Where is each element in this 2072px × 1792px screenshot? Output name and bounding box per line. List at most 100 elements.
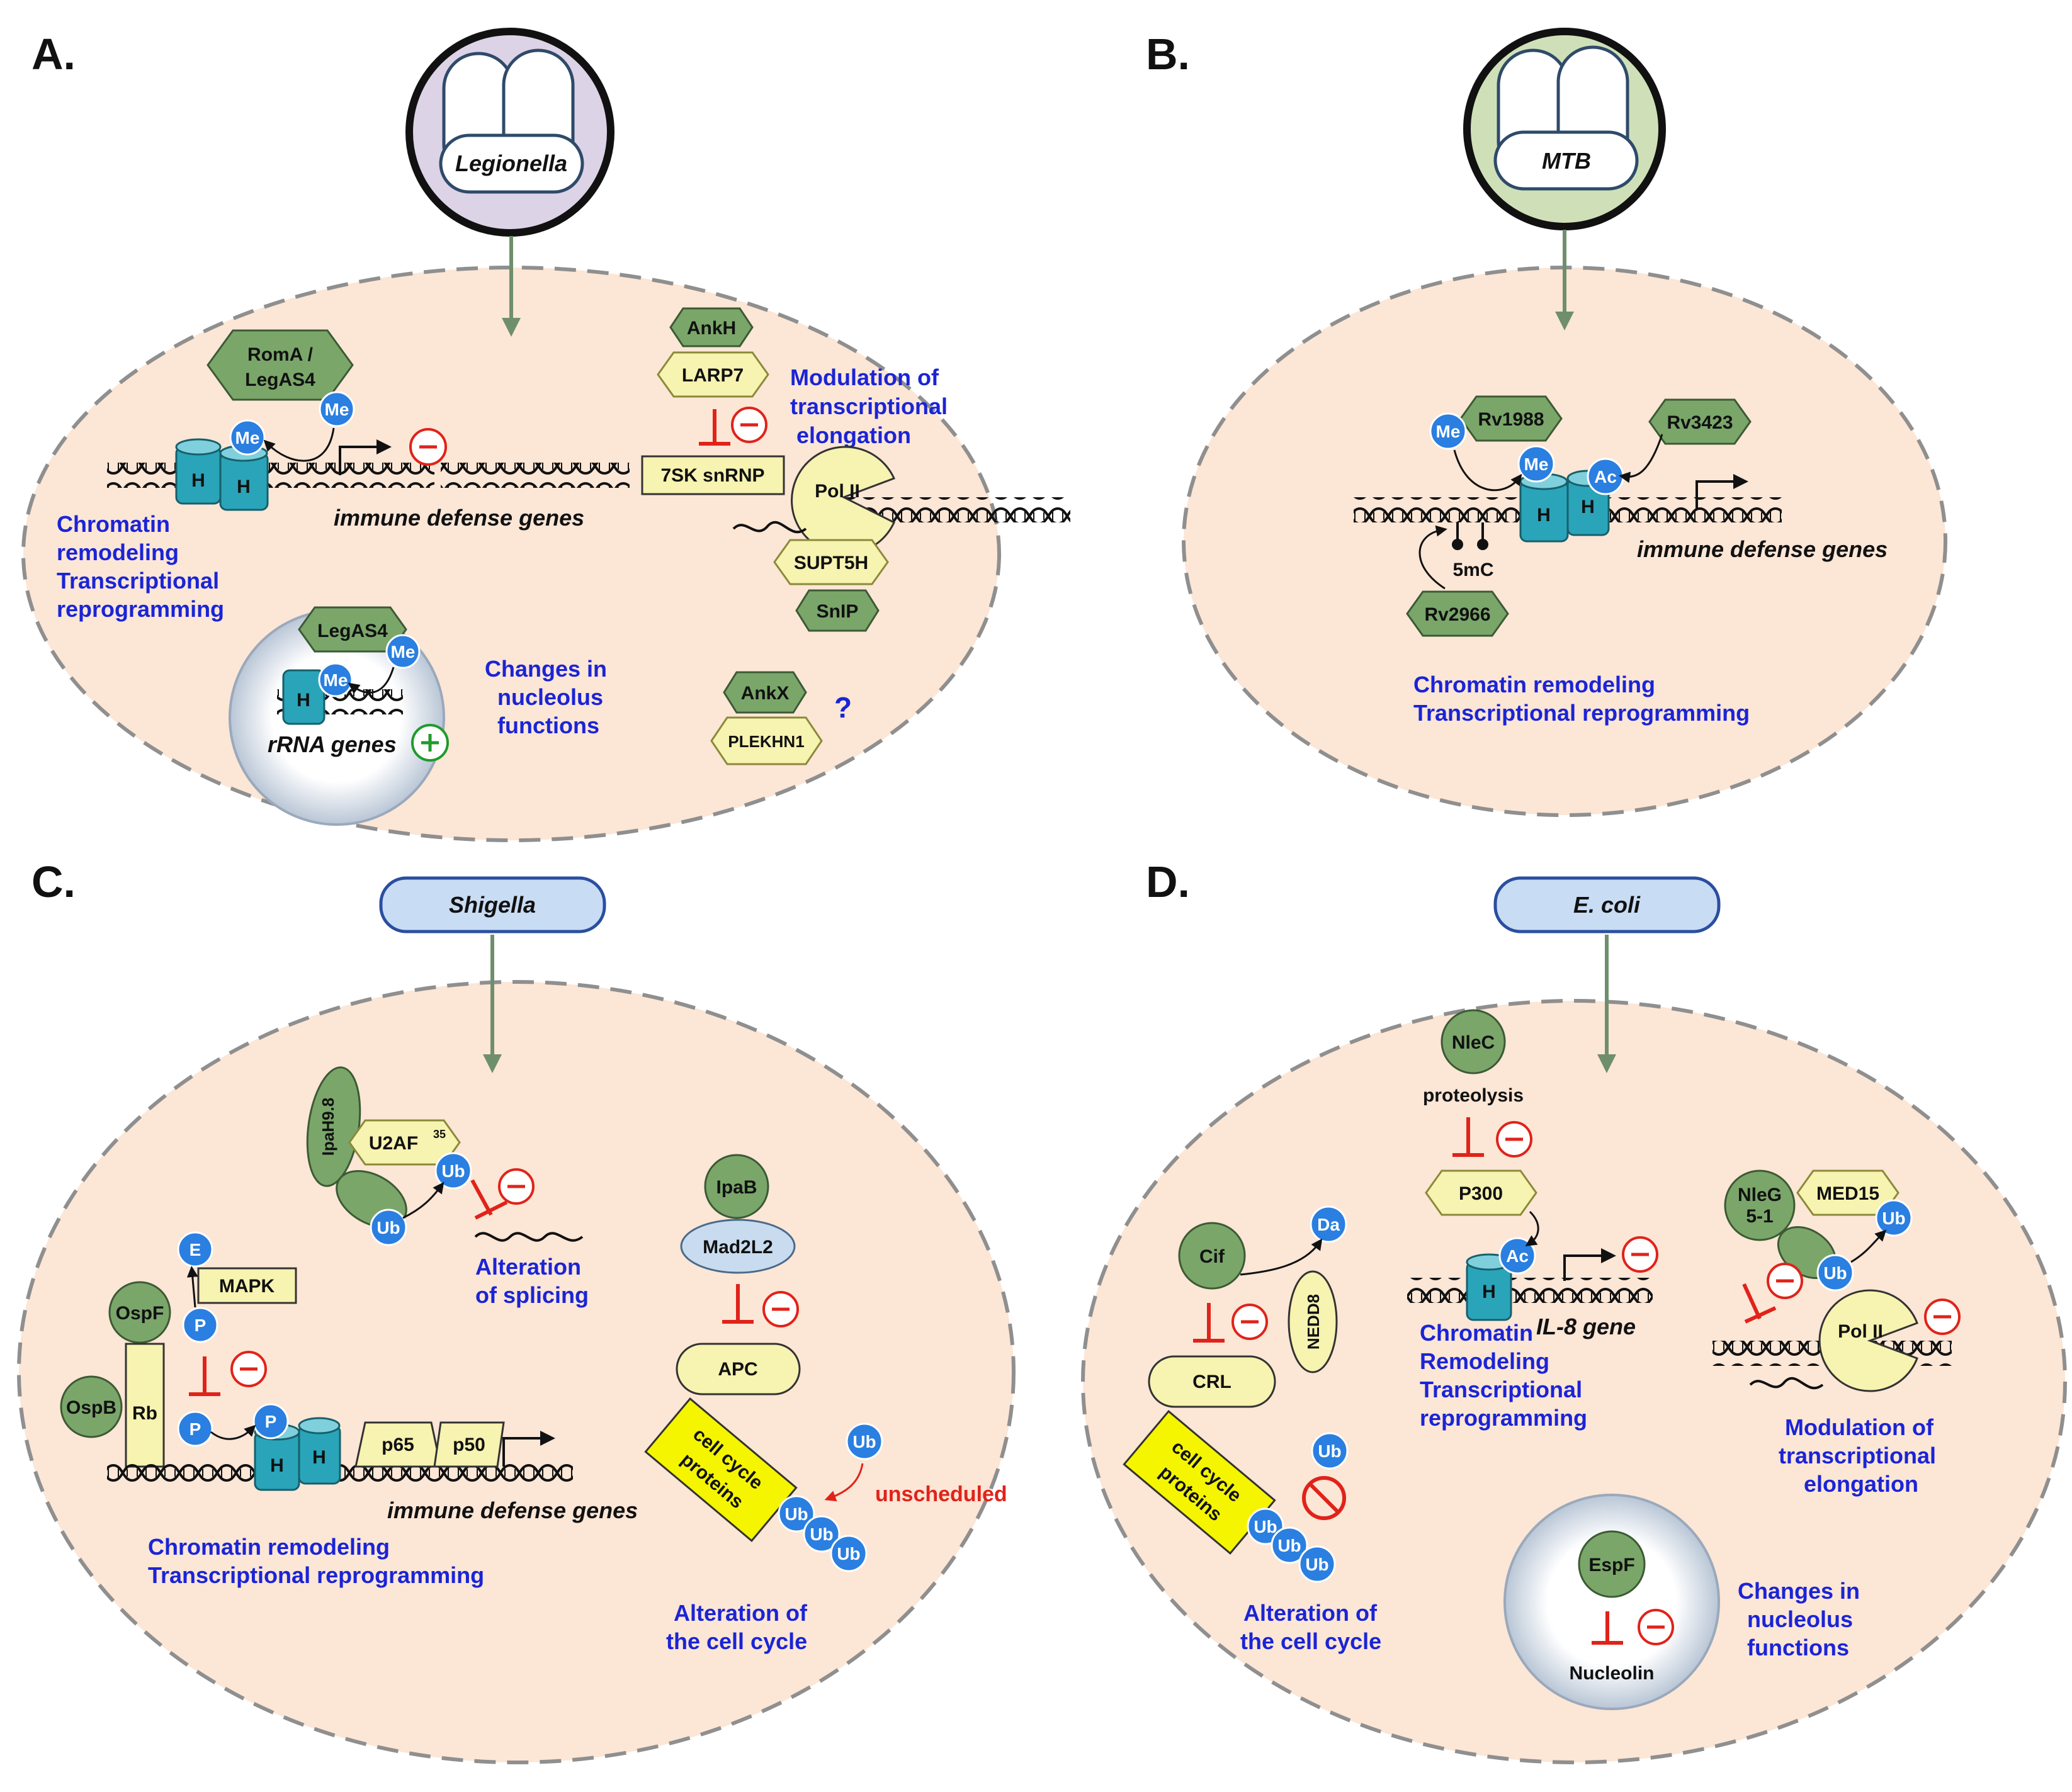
inhibit-bar-d1	[1452, 1117, 1484, 1157]
ub-circle-d3	[1298, 1545, 1336, 1583]
me-circle-b2	[1517, 445, 1555, 483]
da-label: Da	[1317, 1215, 1340, 1234]
nucleolus-a-1: Changes in	[485, 656, 607, 682]
legas4-label-a: LegAS4	[245, 369, 315, 390]
cell-cycle-proteins-c	[644, 1397, 798, 1542]
ipab-circle	[704, 1154, 769, 1219]
ac-label-d: Ac	[1506, 1246, 1529, 1266]
mapk-label: MAPK	[219, 1276, 275, 1297]
p50-label: p50	[453, 1434, 485, 1455]
tss-arrow-d	[1563, 1248, 1616, 1281]
ub-circle-c6	[846, 1423, 883, 1460]
ecoli-box	[1493, 876, 1721, 933]
inhibit-bar-c1	[470, 1179, 508, 1220]
il8-label: IL-8 gene	[1536, 1314, 1636, 1339]
med15-label: MED15	[1816, 1183, 1879, 1204]
ub-arrow-d	[1850, 1229, 1887, 1263]
legas4-label-b: LegAS4	[317, 621, 388, 641]
ub-circle-c5	[830, 1535, 868, 1572]
ub-label-d1: Ub	[1254, 1517, 1277, 1536]
rna-strand-a	[732, 521, 807, 534]
cif-arrow	[1240, 1238, 1323, 1276]
polii-label-d: Pol II	[1838, 1321, 1883, 1342]
ub-circle-c3	[778, 1495, 815, 1533]
rb-label: Rb	[132, 1403, 157, 1424]
splice-2: of splicing	[475, 1282, 589, 1308]
ub-circle-d4	[1311, 1432, 1349, 1470]
mapk-box	[197, 1267, 297, 1304]
nucleolin-label: Nucleolin	[1569, 1663, 1654, 1684]
p50-trap	[433, 1421, 505, 1468]
snrnp-label: 7SK snRNP	[660, 465, 764, 486]
d-chrom-2: Remodeling	[1420, 1348, 1549, 1374]
ub-circle-c2	[370, 1209, 407, 1246]
methyl-pins-b	[1452, 522, 1488, 550]
panel-a-letter: A.	[31, 30, 76, 79]
me-label-a3: Me	[391, 642, 416, 662]
apc-label: APC	[718, 1359, 757, 1380]
nlec-circle	[1441, 1009, 1506, 1074]
tss-arrow-b	[1696, 474, 1748, 510]
ipab-label: IpaB	[716, 1177, 757, 1198]
histone-label-d: H	[1482, 1282, 1496, 1302]
b-outcome-2: Transcriptional reprogramming	[1413, 700, 1750, 726]
me-circle-a4	[318, 662, 353, 697]
nleg-label-2: 5-1	[1746, 1206, 1773, 1227]
me-arrow-b	[1453, 449, 1522, 492]
snrnp-box	[641, 455, 785, 495]
histone-a-nuc	[282, 669, 326, 725]
rv2966-hex	[1406, 590, 1509, 637]
plekhn1-hex	[710, 716, 823, 765]
ub-label-c2: Ub	[376, 1218, 400, 1237]
tss-arrow-a	[339, 439, 392, 475]
u2af-label: U2AF	[369, 1133, 418, 1154]
p300-hex	[1425, 1169, 1537, 1216]
crl-label: CRL	[1192, 1372, 1231, 1392]
ankx-hex	[723, 671, 807, 714]
ub-label-c6: Ub	[852, 1432, 876, 1451]
ub-label-d5: Ub	[1882, 1209, 1905, 1228]
u2af-sup: 35	[433, 1128, 446, 1141]
mad2l2-oval	[680, 1219, 796, 1274]
unscheduled-label: unscheduled	[875, 1482, 1007, 1506]
e-arrow	[186, 1266, 198, 1308]
c-cc-1: Alteration of	[674, 1600, 808, 1626]
larp7-label: LARP7	[682, 365, 744, 386]
me-transfer-arrow-a2	[348, 667, 395, 694]
rrna-label: rRNA genes	[268, 731, 397, 757]
espf-label: EspF	[1588, 1555, 1634, 1575]
ankh-hex	[669, 307, 754, 347]
d-cc-2: the cell cycle	[1240, 1628, 1381, 1654]
ospf-circle	[108, 1281, 171, 1344]
p-circle-c2	[177, 1411, 213, 1447]
me-label-b1: Me	[1436, 422, 1461, 441]
larp7-hex	[657, 351, 769, 398]
nedd8-oval	[1288, 1270, 1338, 1373]
me-transfer-arrow-a	[263, 427, 335, 462]
chromatin-a-3: Transcriptional	[57, 568, 219, 594]
p300-label: P300	[1459, 1183, 1503, 1204]
mtb-label: MTB	[1542, 148, 1591, 174]
d-chrom-4: reprogramming	[1420, 1405, 1587, 1431]
apc-box	[676, 1343, 801, 1395]
d-nuc-2: nucleolus	[1747, 1606, 1853, 1632]
me-circle-a1	[229, 419, 266, 456]
shigella-box	[379, 876, 606, 933]
p65-label: p65	[382, 1434, 414, 1455]
ipah-label: IpaH9.8	[319, 1098, 337, 1156]
ub-arrow-c	[402, 1181, 444, 1219]
ac-arrow-b	[1619, 434, 1663, 483]
ub-circle-d2	[1271, 1526, 1308, 1564]
panel-c-cell	[17, 980, 1016, 1764]
ub-label-c5: Ub	[837, 1544, 860, 1564]
nleg-label-1: NleG	[1738, 1185, 1782, 1205]
ub-label-d3: Ub	[1305, 1555, 1328, 1574]
ospb-circle	[60, 1375, 123, 1438]
histone-label-a1: H	[191, 470, 205, 491]
rv1988-hex	[1459, 395, 1563, 442]
roma-label: RomA /	[247, 344, 314, 365]
nleg-circle	[1724, 1169, 1796, 1241]
prohibited-icon	[1302, 1476, 1346, 1520]
panel-b-letter: B.	[1146, 30, 1190, 79]
